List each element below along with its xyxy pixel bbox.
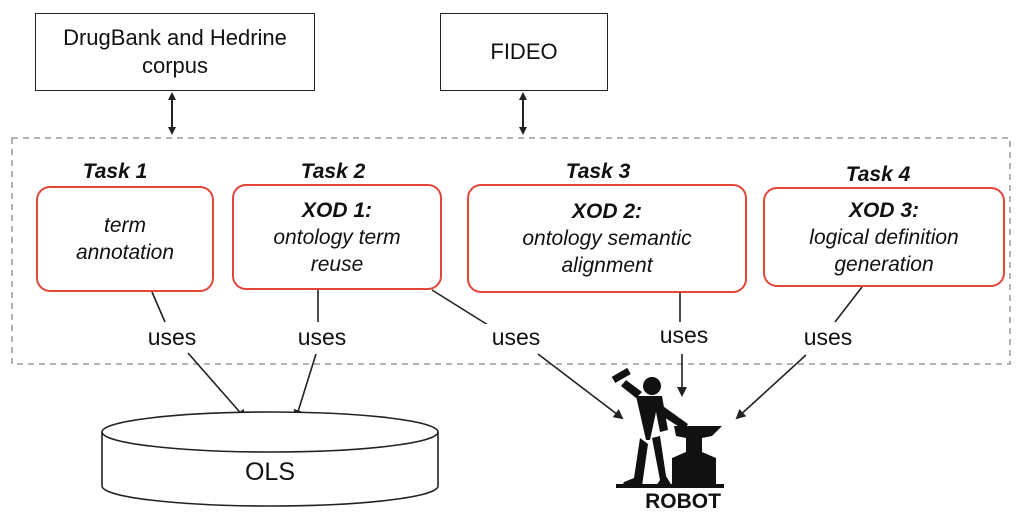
uses-label-4: uses xyxy=(640,322,728,349)
uses3-to-robot-arrow xyxy=(537,353,624,420)
robot-label: ROBOT xyxy=(645,490,721,513)
uses-label-1: uses xyxy=(128,324,216,351)
task4-uses-line xyxy=(834,286,863,323)
uses-label-2: uses xyxy=(278,324,366,351)
uses5-to-robot-arrow xyxy=(735,354,807,420)
task-title-2: XOD 1: xyxy=(301,198,372,222)
task3a-uses-line xyxy=(431,289,489,326)
task-body-4: logical definition generation xyxy=(809,225,959,276)
task-box-3: XOD 2: ontology semantic alignment xyxy=(467,184,747,293)
uses2-to-ols-arrow xyxy=(293,353,317,420)
task-box-2: XOD 1: ontology term reuse xyxy=(232,184,442,290)
task-title-3: XOD 2: xyxy=(571,200,642,223)
source-box-fideo: FIDEO xyxy=(440,13,608,91)
robot-blacksmith-icon xyxy=(611,367,724,488)
source-label-fideo: FIDEO xyxy=(490,39,558,64)
source-label-drugbank: DrugBank and Hedrine corpus xyxy=(63,25,287,78)
task-body-2: ontology term reuse xyxy=(273,225,401,276)
uses-label-5: uses xyxy=(784,324,872,351)
task-header-2: Task 2 xyxy=(300,160,366,183)
task-body-3: ontology semantic alignment xyxy=(522,227,692,277)
ols-label: OLS xyxy=(244,458,296,486)
task-box-4: XOD 3: logical definition generation xyxy=(763,187,1005,287)
source-box-drugbank: DrugBank and Hedrine corpus xyxy=(35,13,315,91)
task1-uses-line xyxy=(151,291,166,323)
task-header-4: Task 4 xyxy=(845,163,911,186)
task-body-1: term annotation xyxy=(75,214,175,264)
ols-database-icon xyxy=(101,411,439,507)
uses-label-3: uses xyxy=(472,324,560,351)
task-header-3: Task 3 xyxy=(565,160,631,183)
task-region-dashed-border xyxy=(11,137,1011,365)
task-header-1: Task 1 xyxy=(82,160,148,183)
task-box-1: term annotation xyxy=(36,186,214,292)
task-title-4: XOD 3: xyxy=(848,198,919,222)
uses1-to-ols-arrow xyxy=(187,352,247,420)
